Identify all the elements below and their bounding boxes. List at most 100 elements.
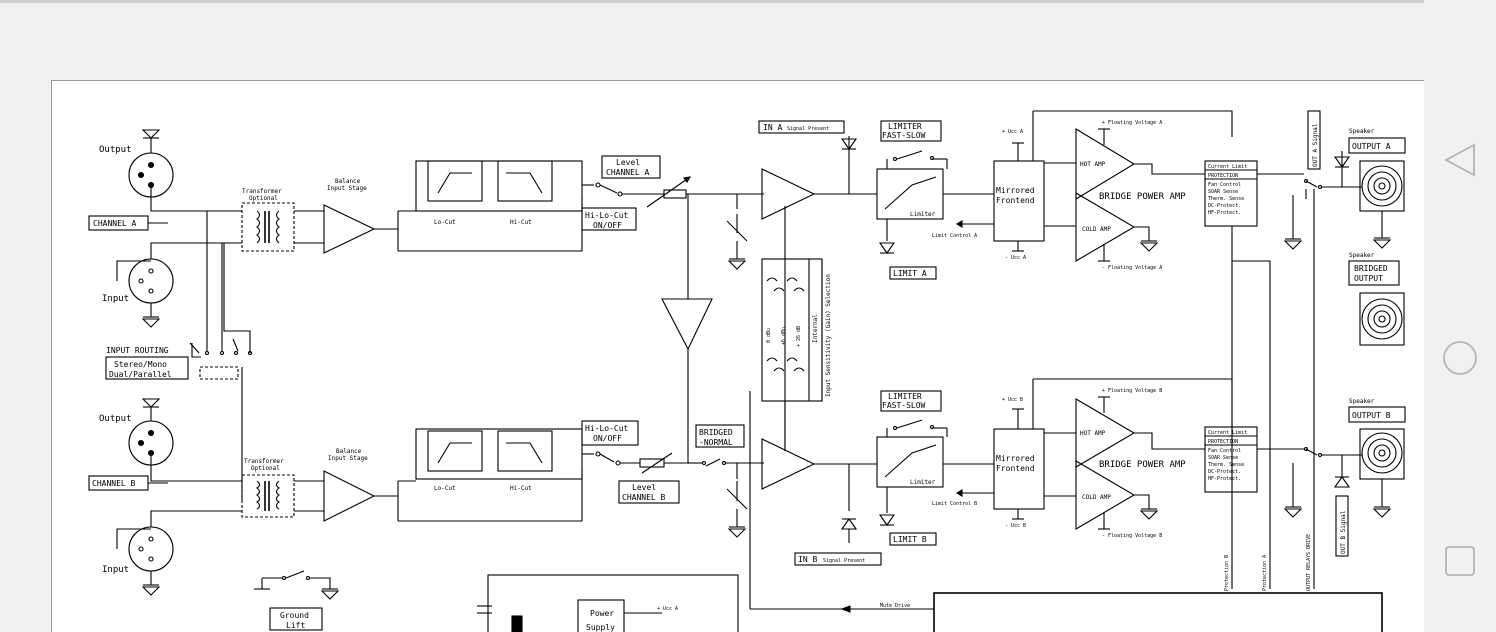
- channel-b-label: CHANNEL B: [92, 479, 136, 488]
- optional-b-label: Optional: [251, 465, 280, 472]
- gain-amp-b: [761, 438, 816, 490]
- input-bot-label: Input: [102, 565, 129, 575]
- svg-text:Therm. Sense: Therm. Sense: [1208, 196, 1244, 202]
- mute-drive-label: Mute Drive: [880, 603, 910, 609]
- input-stage-b-label: Input Stage: [328, 455, 368, 462]
- svg-text:Fan Control: Fan Control: [1208, 448, 1241, 454]
- output-bot-label: Output: [99, 414, 132, 424]
- hicut-filter-b: [497, 430, 553, 472]
- svg-text:SOAR Sense: SOAR Sense: [1208, 189, 1238, 195]
- float-minus-a-label: - Floating Voltage A: [1102, 265, 1162, 271]
- out-b-signal-label: OUT B Signal: [1340, 510, 1347, 554]
- output-a-label: OUTPUT A: [1352, 142, 1391, 151]
- protection-a-lines: Current Limit PROTECTION Fan Control SOA…: [1208, 164, 1247, 216]
- protection-b-lines: Current Limit PROTECTION Fan Control SOA…: [1208, 430, 1247, 482]
- bridge-buffer-amp: [661, 298, 713, 351]
- in-a-sub-label: Signal Present: [787, 126, 829, 132]
- home-button[interactable]: [1442, 340, 1478, 376]
- cold-amp-b: [1075, 460, 1136, 530]
- locut-b-label: Lo-Cut: [434, 485, 456, 492]
- vcc-minus-a-label: - Ucc A: [1005, 255, 1026, 261]
- back-button[interactable]: [1442, 142, 1478, 178]
- svg-text:PROTECTION: PROTECTION: [1208, 439, 1238, 445]
- xlr-output-b: [128, 398, 174, 466]
- mirrored-a-label-1: Mirrored: [996, 186, 1035, 195]
- balance-amp-b: [323, 470, 376, 522]
- input-stage-a-label: Input Stage: [327, 185, 367, 192]
- level-b-label-2: CHANNEL B: [622, 493, 666, 502]
- svg-text:Fan Control: Fan Control: [1208, 182, 1241, 188]
- dual-parallel-label: Dual/Parallel: [109, 370, 172, 379]
- input-routing-label: INPUT ROUTING: [106, 346, 169, 355]
- out-a-signal-label: OUT A Signal: [1312, 123, 1319, 167]
- locut-filter-b: [427, 430, 483, 472]
- limiter-a-label-2: FAST-SLOW: [882, 131, 926, 140]
- limiter-box-b: [876, 436, 944, 488]
- ground-label-2: Lift: [286, 621, 305, 630]
- hilocut-b-label-2: ON/OFF: [593, 434, 622, 443]
- power-label-1: Power: [590, 609, 614, 618]
- circle-home-icon: [1443, 341, 1477, 375]
- balance-b-label: Balance: [336, 448, 362, 455]
- triangle-back-icon: [1444, 143, 1475, 177]
- protection-b-label: Protection B: [1224, 555, 1230, 591]
- schematic-document: Output Input CHANNEL A Transformer Optio…: [51, 80, 1425, 632]
- output-b-label: OUTPUT B: [1352, 411, 1391, 420]
- limit-control-a-label: Limit Control A: [932, 233, 977, 239]
- vcc-minus-b-label: - Ucc B: [1005, 523, 1026, 529]
- float-plus-a-label: + Floating Voltage A: [1102, 120, 1162, 126]
- transformer-a-label: Transformer: [242, 188, 282, 195]
- bridge-b-label: BRIDGE POWER AMP: [1099, 460, 1186, 470]
- ground-label-1: Ground: [280, 611, 309, 620]
- recents-button[interactable]: [1442, 543, 1478, 579]
- cold-amp-a: [1075, 192, 1136, 262]
- svg-text:DC-Protect.: DC-Protect.: [1208, 469, 1241, 475]
- hilocut-a-label-2: ON/OFF: [593, 221, 622, 230]
- float-plus-b-label: + Floating Voltage B: [1102, 388, 1162, 394]
- speaker-bridged-label: Speaker: [1349, 252, 1375, 259]
- protection-block-b: [1204, 426, 1258, 493]
- speaker-a-label: Speaker: [1349, 128, 1375, 135]
- svg-text:PROTECTION: PROTECTION: [1208, 173, 1238, 179]
- hot-amp-a-label: HOT AMP: [1080, 161, 1106, 168]
- cold-amp-b-label: COLD AMP: [1082, 494, 1111, 501]
- vcc-plus-b-label: + Ucc B: [1002, 397, 1023, 403]
- mirrored-frontend-a: [993, 160, 1045, 242]
- hicut-b-label: Hi-Cut: [510, 485, 532, 492]
- bridged-output-label-2: OUTPUT: [1354, 274, 1383, 283]
- sens-0-label: 0 dBu: [766, 328, 772, 343]
- navigation-bar: [1424, 0, 1496, 631]
- protection-a-label: Protection A: [1262, 555, 1268, 591]
- balance-amp-a: [323, 204, 376, 254]
- mirrored-a-label-2: Frontend: [996, 196, 1035, 205]
- hot-amp-b: [1075, 398, 1136, 468]
- hilocut-a-label-1: Hi-Lo-Cut: [585, 211, 629, 220]
- bridged-output-label-1: BRIDGED: [1354, 264, 1388, 273]
- mirrored-b-label-2: Frontend: [996, 464, 1035, 473]
- output-relays-label: OUTPUT RELAYS DRIVE: [1306, 534, 1312, 591]
- bridged-normal-label-2: -NORMAL: [699, 438, 733, 447]
- svg-text:HF-Protect.: HF-Protect.: [1208, 210, 1241, 216]
- mirrored-b-label-1: Mirrored: [996, 454, 1035, 463]
- hicut-filter-a: [497, 160, 553, 202]
- svg-text:HF-Protect.: HF-Protect.: [1208, 476, 1241, 482]
- limit-b-label: LIMIT B: [893, 535, 927, 544]
- sensitivity-label: Input Sensitivity (Gain) Selection: [825, 274, 832, 397]
- speakon-output-b: [1359, 428, 1405, 480]
- block-diagram: Output Input CHANNEL A Transformer Optio…: [88, 110, 1406, 632]
- gain-amp-a: [761, 168, 816, 220]
- sens-26-label: + 26 dB: [796, 326, 802, 347]
- input-top-label: Input: [102, 294, 129, 304]
- control-block: [933, 592, 1383, 632]
- xlr-input-b: [128, 526, 174, 596]
- float-minus-b-label: - Floating Voltage B: [1102, 533, 1162, 539]
- limiter-b-label-2: FAST-SLOW: [882, 401, 926, 410]
- mirrored-frontend-b: [993, 428, 1045, 510]
- transformer-b: [241, 474, 295, 518]
- svg-text:DC-Protect.: DC-Protect.: [1208, 203, 1241, 209]
- hicut-a-label: Hi-Cut: [510, 219, 532, 226]
- limit-a-label: LIMIT A: [893, 269, 927, 278]
- xlr-input-a: [128, 258, 174, 328]
- output-top-label: Output: [99, 145, 132, 155]
- limiter-box-a-label: Limiter: [910, 211, 936, 218]
